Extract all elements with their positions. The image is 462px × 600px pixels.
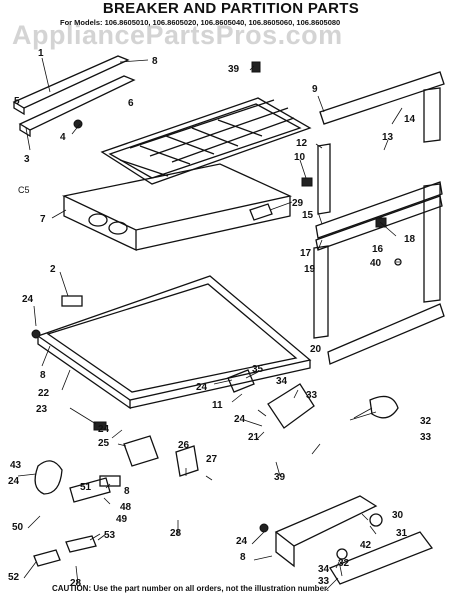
- callout-50: 50: [12, 522, 24, 533]
- breaker-trim-part: [12, 55, 136, 138]
- callout-7: 7: [40, 214, 46, 225]
- callout-28: 28: [170, 528, 182, 539]
- callout-8c: 8: [124, 486, 130, 497]
- callout-labels: 1 8 6 5 4 3 7 39 9 14 13 12 10 29 15 16 …: [8, 48, 432, 589]
- callout-11: 11: [212, 400, 223, 411]
- callout-17: 17: [300, 248, 312, 259]
- callout-24: 24: [22, 294, 34, 305]
- callout-22: 22: [38, 388, 50, 399]
- caution-note: CAUTION: Use the part number on all orde…: [52, 584, 329, 593]
- breaker-housing-part: [61, 163, 293, 252]
- callout-53: 53: [104, 530, 116, 541]
- callout-8b: 8: [40, 370, 46, 381]
- callout-47: 43: [10, 460, 22, 471]
- watermark: AppliancePartsPros.com: [12, 20, 343, 50]
- callout-19: 19: [304, 264, 316, 275]
- page-title: BREAKER AND PARTITION PARTS: [102, 0, 360, 17]
- callout-35: 32: [420, 416, 432, 427]
- callout-8: 8: [152, 56, 158, 67]
- callout-15: 15: [302, 210, 314, 221]
- callout-24c: 24: [234, 414, 246, 425]
- partition-grid-part: [100, 97, 312, 185]
- callout-24f: 24: [236, 536, 248, 547]
- callout-1: 1: [38, 48, 44, 59]
- hardware-parts: [31, 61, 434, 585]
- corner-code: C5: [18, 185, 30, 195]
- callout-32: 32: [338, 558, 350, 569]
- frame-strips-part: [313, 71, 445, 365]
- callout-27: 27: [206, 454, 218, 465]
- callout-40: 39: [274, 472, 286, 483]
- callout-42: 40: [370, 258, 382, 269]
- callout-13: 13: [382, 132, 394, 143]
- callout-8d: 8: [240, 552, 246, 563]
- callout-30: 30: [392, 510, 404, 521]
- callout-4: 4: [60, 132, 66, 143]
- callout-26: 26: [178, 440, 190, 451]
- callout-21: 21: [248, 432, 260, 443]
- leader-lines: [17, 57, 403, 591]
- callout-18: 18: [404, 234, 416, 245]
- callout-6: 6: [128, 98, 134, 109]
- callout-46: 42: [360, 540, 372, 551]
- callout-34: 34: [318, 564, 330, 575]
- callout-14: 14: [404, 114, 416, 125]
- partition-shelf-part: [36, 275, 312, 410]
- callout-52: 52: [8, 572, 20, 583]
- callout-48: 48: [120, 502, 132, 513]
- callout-5: 5: [14, 96, 20, 107]
- callout-36: 33: [420, 432, 432, 443]
- callout-16: 16: [372, 244, 384, 255]
- callout-39: 35: [252, 364, 264, 375]
- callout-23: 23: [36, 404, 48, 415]
- models-line: For Models: 106.8605010, 106.8605020, 10…: [60, 18, 341, 27]
- callout-25: 25: [98, 438, 110, 449]
- callout-2: 2: [50, 264, 56, 275]
- callout-33: 33: [318, 576, 330, 587]
- callout-12: 12: [296, 138, 308, 149]
- callout-43: 39: [228, 64, 240, 75]
- callout-29: 29: [292, 198, 304, 209]
- callout-10: 10: [294, 152, 306, 163]
- callout-9: 9: [312, 84, 318, 95]
- callout-51: 51: [80, 482, 92, 493]
- callout-3: 3: [24, 154, 30, 165]
- callout-24e: 24: [8, 476, 20, 487]
- callout-24d: 24: [98, 424, 110, 435]
- callout-24b: 24: [196, 382, 208, 393]
- callout-31: 31: [396, 528, 408, 539]
- callout-38: 34: [276, 376, 288, 387]
- callout-20: 20: [310, 344, 322, 355]
- callout-37: 33: [306, 390, 318, 401]
- callout-28b: 28: [70, 578, 82, 589]
- callout-49: 49: [116, 514, 128, 525]
